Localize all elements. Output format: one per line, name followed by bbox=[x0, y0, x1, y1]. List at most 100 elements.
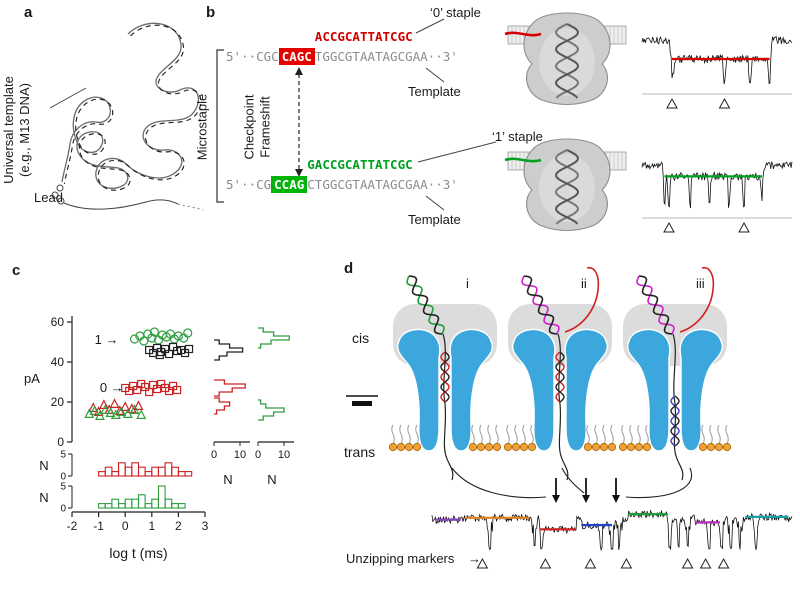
microstaple-label: Microstaple bbox=[194, 93, 210, 161]
universal-template-label: Universal template (e.g., M13 DNA) bbox=[1, 30, 35, 230]
template0-pointer bbox=[425, 67, 445, 83]
seq0-template: TGGCGTAATAGCGAA··3' bbox=[314, 49, 458, 64]
svg-text:N: N bbox=[267, 472, 276, 487]
m13-loop-solid bbox=[61, 22, 199, 189]
panel-d-current-trace bbox=[431, 509, 793, 569]
svg-text:0: 0 bbox=[60, 472, 66, 483]
checkpoint-frameshift-label: Checkpoint Frameshift bbox=[242, 45, 276, 210]
svg-text:N: N bbox=[39, 458, 48, 473]
template1-pointer bbox=[425, 195, 445, 211]
pore-label-i: i bbox=[466, 276, 469, 291]
svg-text:0: 0 bbox=[255, 449, 261, 461]
staple0-pointer bbox=[415, 18, 445, 34]
seq0-overhang-row: 5'··CGCCAGCACCGCATTATCGC bbox=[226, 29, 413, 44]
panel-b-pore-cartoons bbox=[504, 12, 627, 232]
current-trace-1 bbox=[641, 161, 793, 233]
panel-b-annotation-lines bbox=[216, 18, 497, 211]
svg-text:-2: -2 bbox=[67, 519, 78, 533]
svg-text:0: 0 bbox=[211, 449, 217, 461]
seq1-overhang: GACCGCATTATCGC bbox=[307, 157, 413, 172]
checkpoint-label-wrap: Checkpoint Frameshift bbox=[240, 45, 276, 210]
panel-a-label: a bbox=[24, 4, 33, 21]
svg-text:10: 10 bbox=[234, 449, 246, 461]
svg-text:2: 2 bbox=[175, 519, 182, 533]
trans-label: trans bbox=[344, 444, 376, 460]
svg-text:20: 20 bbox=[51, 395, 65, 409]
unzip-marker-triangle bbox=[539, 557, 552, 569]
svg-text:0: 0 bbox=[122, 519, 129, 533]
microstaple-bracket bbox=[216, 49, 224, 203]
seq0-checkpoint-box: CAGC bbox=[278, 48, 315, 65]
frameshift-arrowhead-up bbox=[295, 67, 303, 75]
nanopore-unit-i bbox=[388, 275, 502, 481]
unzipping-markers-label: Unzipping markers bbox=[346, 551, 455, 566]
universal-template-label-wrap: Universal template (e.g., M13 DNA) bbox=[0, 30, 36, 230]
unzip-marker-triangle bbox=[584, 557, 597, 569]
svg-text:N: N bbox=[39, 490, 48, 505]
series-state1-squares bbox=[145, 342, 194, 360]
svg-text:60: 60 bbox=[51, 315, 65, 329]
series-state1-circles bbox=[129, 327, 193, 346]
panel-b-current-traces bbox=[641, 35, 793, 233]
series-state0-squares bbox=[121, 379, 182, 397]
unzip-marker-triangle bbox=[681, 557, 694, 569]
unzip-marker-triangle bbox=[738, 221, 750, 233]
universal-template-drawing bbox=[49, 22, 204, 211]
down-arrow-icon bbox=[582, 495, 590, 503]
svg-text:1 →: 1 → bbox=[95, 332, 119, 347]
svg-text:1: 1 bbox=[148, 519, 155, 533]
staple1-label: ‘1’ staple bbox=[492, 129, 543, 144]
down-arrow-icon bbox=[552, 495, 560, 503]
panel-c-label: c bbox=[12, 262, 21, 279]
m13-loop-dashed bbox=[63, 24, 202, 191]
staple1-pointer bbox=[417, 141, 497, 163]
nanopore-unit-iii bbox=[618, 266, 732, 481]
current-trace-0 bbox=[641, 35, 793, 109]
pore-cartoon-staple0 bbox=[504, 12, 627, 106]
unzip-marker-triangle bbox=[717, 557, 730, 569]
seq1-template: CTGGCGTAATAGCGAA··3' bbox=[307, 177, 458, 192]
cis-label: cis bbox=[352, 330, 370, 346]
svg-text:3: 3 bbox=[202, 519, 209, 533]
staple0-label: ‘0’ staple bbox=[430, 5, 481, 20]
svg-text:5: 5 bbox=[60, 482, 66, 493]
unzipping-markers-label-row: Unzipping markers → bbox=[346, 551, 481, 566]
unzip-marker-triangle bbox=[699, 557, 712, 569]
frameshift-arrowhead-down bbox=[295, 169, 303, 177]
svg-text:0: 0 bbox=[60, 504, 66, 515]
voltage-symbol-thick-plate bbox=[352, 401, 372, 406]
lead-strand bbox=[51, 184, 204, 211]
microstaple-label-wrap: Microstaple bbox=[188, 45, 218, 210]
unzipping-arrow-icon: → bbox=[468, 551, 481, 566]
svg-text:0: 0 bbox=[57, 435, 64, 449]
panel-d-voltage-and-arrows bbox=[346, 395, 693, 503]
unzip-marker-triangle bbox=[663, 221, 675, 233]
checkpoint-line2: Frameshift bbox=[257, 96, 273, 158]
pore-label-iii: iii bbox=[696, 276, 705, 291]
universal-template-line2: (e.g., M13 DNA) bbox=[17, 83, 32, 177]
pore-label-ii: ii bbox=[581, 276, 587, 291]
series-green-triangles bbox=[84, 404, 147, 420]
panel-b-label: b bbox=[206, 4, 216, 21]
svg-text:0 →: 0 → bbox=[100, 380, 124, 395]
unzip-marker-triangle bbox=[718, 97, 731, 109]
pore-cartoon-staple1 bbox=[504, 138, 627, 232]
svg-text:N: N bbox=[223, 472, 232, 487]
svg-text:10: 10 bbox=[278, 449, 290, 461]
nanopore-unit-ii bbox=[503, 266, 617, 481]
template-pointer-line bbox=[49, 87, 87, 109]
template-label-top: Template bbox=[408, 84, 461, 99]
panel-d-label: d bbox=[344, 260, 354, 277]
down-arrow-icon bbox=[612, 495, 620, 503]
unzip-marker-triangle bbox=[666, 97, 678, 109]
svg-text:log t (ms): log t (ms) bbox=[109, 545, 167, 561]
unzip-marker-triangle bbox=[476, 557, 489, 569]
svg-text:-1: -1 bbox=[93, 519, 104, 533]
template-label-bottom: Template bbox=[408, 212, 461, 227]
panel-d-nanopores bbox=[388, 266, 732, 481]
seq0-overhang: ACCGCATTATCGC bbox=[314, 29, 413, 44]
svg-text:5: 5 bbox=[60, 450, 66, 461]
